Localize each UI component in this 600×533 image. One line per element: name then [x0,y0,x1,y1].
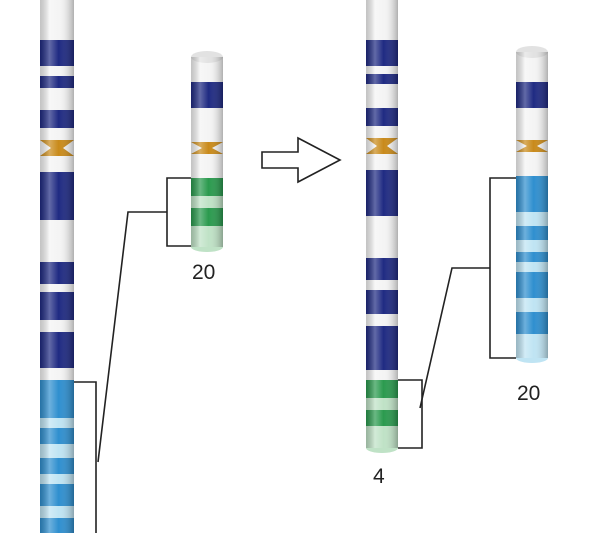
chromosome-4-label-after: 4 [373,465,385,488]
translocation-bracket-right [398,177,516,449]
chromosome-20-after [516,46,548,363]
chromosome-4-before [40,0,74,533]
chromosome-4-after [366,0,398,453]
translocation-bracket-left [74,177,191,533]
chromosome-20-before [191,51,223,252]
hollow-right-arrow-icon [261,136,342,184]
chromosome-20-label-before: 20 [192,261,216,284]
chromosome-20-label-after: 20 [517,382,541,405]
